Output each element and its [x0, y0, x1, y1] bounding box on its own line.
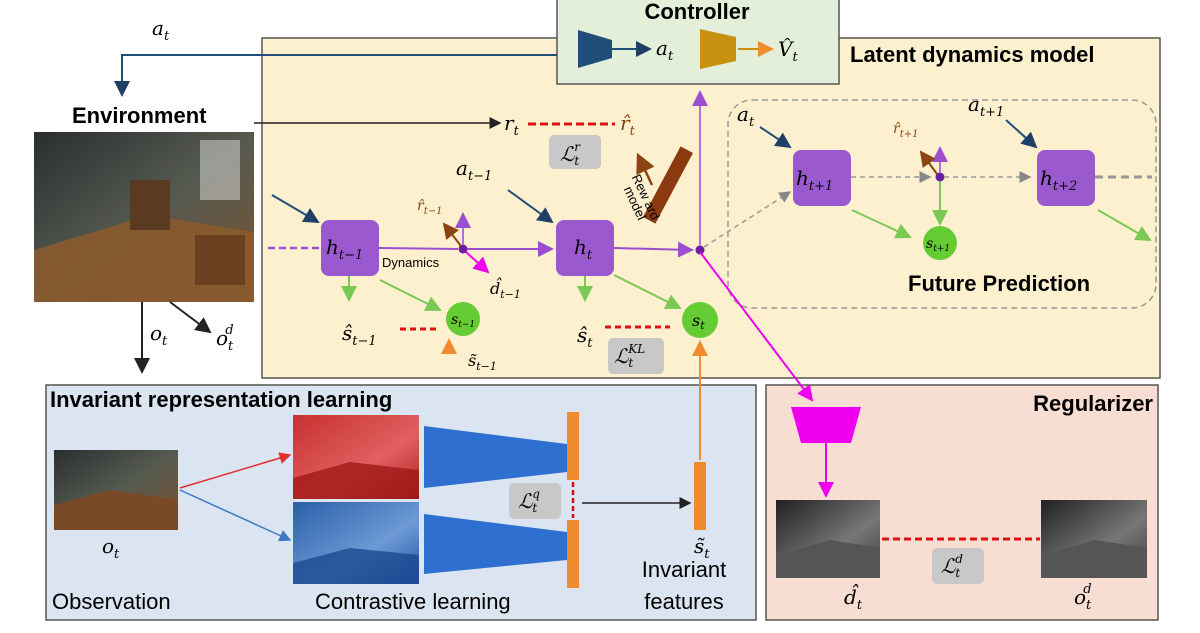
contrastive-loss-label: ℒtq [518, 487, 540, 515]
future-prediction-label: Future Prediction [908, 271, 1090, 296]
s-tilde-prev-label: s̃t−1 [468, 351, 497, 373]
h-t-node [556, 220, 614, 276]
a-t-future-label: at [737, 102, 755, 130]
s-prev-node [446, 302, 480, 336]
invariant-feature [694, 462, 706, 530]
invariant-features-label-2: features [644, 589, 724, 614]
query-encoder [424, 426, 567, 488]
s-prev-label: st−1 [451, 312, 475, 330]
kl-loss-box [608, 338, 664, 374]
junction-depth-arrow [465, 251, 490, 274]
observation-label: Observation [52, 589, 171, 614]
s-hat-prev-label: ŝt−1 [342, 321, 377, 349]
model-junction [695, 245, 705, 255]
environment-observation-image [34, 132, 254, 302]
invariant-features-label-1: Invariant [642, 557, 726, 582]
h-prev-label: ht−1 [326, 235, 363, 263]
h-next-label: ht+1 [796, 166, 833, 194]
o-depth-label: otd [1074, 582, 1092, 613]
value-network-icon [700, 29, 736, 69]
regularizer-title: Regularizer [1033, 391, 1153, 416]
controller-action: at [656, 36, 674, 64]
a-prev-label: at−1 [456, 156, 492, 184]
h-t-label: ht [574, 235, 593, 263]
predicted-depth-image [776, 500, 880, 578]
reward-model-block [643, 146, 693, 224]
query-feature [567, 412, 579, 480]
key-feature [567, 520, 579, 588]
policy-network-icon [578, 30, 612, 68]
env-action-label: at [152, 16, 170, 44]
depth-loss-label: ℒtd [941, 552, 963, 580]
kl-loss-label: ℒtKL [614, 342, 645, 370]
obs-t-label: ot [102, 534, 120, 562]
s-hat-t-label: ŝt [577, 323, 593, 351]
d-hat-prev-label: d̂t−1 [490, 278, 521, 301]
env-obs-label: ot [150, 321, 168, 349]
reward-loss-label: ℒtr [560, 140, 581, 168]
dynamics-label: Dynamics [382, 255, 440, 270]
reward-model-arrow [636, 152, 655, 186]
a-next-arrow [1005, 119, 1038, 149]
invariant-title: Invariant representation learning [50, 387, 392, 412]
augmented-red-image [293, 415, 419, 499]
observation-image [54, 450, 178, 530]
junction-reward-arrow [442, 222, 462, 247]
s-next-label: st+1 [926, 236, 950, 254]
r-hat-next-label: r̂t+1 [893, 121, 918, 140]
augment-blue-arrow [179, 489, 292, 542]
h-t-posterior-arrow [613, 274, 682, 309]
h-next-node [793, 150, 851, 206]
to-regularizer-arrow [699, 251, 814, 402]
s-next-node [923, 226, 957, 260]
h-t-forward-arrow [613, 241, 694, 258]
s-t-label: st [692, 311, 705, 332]
env-depth-label: otd [216, 323, 234, 354]
future-junction [935, 172, 945, 182]
depth-loss-box [932, 548, 984, 584]
h-next-posterior-arrow [851, 209, 912, 239]
s-tilde-t-label: s̃t [694, 534, 710, 562]
key-encoder [424, 514, 567, 574]
environment-label: Environment [72, 103, 207, 128]
action-to-env-arrow [114, 54, 557, 97]
r-hat-prev-label: r̂t−1 [417, 198, 442, 217]
reward-label: rt [504, 111, 520, 139]
depth-decoder-icon [791, 407, 861, 443]
future-reward-arrow [919, 150, 938, 175]
augment-red-arrow [179, 452, 292, 489]
d-hat-label: d̂t [844, 583, 863, 613]
action-t-arrow [507, 189, 554, 224]
latent-dynamics-title: Latent dynamics model [850, 42, 1095, 67]
controller-title: Controller [644, 0, 750, 24]
reward-hat-label: r̂t [620, 111, 636, 139]
contrastive-learning-label: Contrastive learning [315, 589, 511, 614]
dynamics-line [378, 247, 459, 250]
h-next2-node [1037, 150, 1095, 206]
future-prediction-region [727, 99, 1157, 309]
s-t-node [682, 302, 718, 338]
h-prev-node [321, 220, 379, 276]
a-next-label: at+1 [968, 92, 1004, 120]
depth-down-arrow [169, 301, 212, 334]
dynamics-junction [458, 244, 468, 254]
reward-loss-box [549, 135, 601, 169]
augmented-blue-image [293, 502, 419, 584]
contrastive-loss-box [509, 483, 561, 519]
to-future-arrow [703, 191, 792, 248]
h-next2-posterior-arrow [1097, 209, 1152, 241]
controller-value: V̂t [778, 37, 798, 65]
h-next2-label: ht+2 [1040, 166, 1077, 194]
true-depth-image [1041, 500, 1147, 578]
a-t-future-arrow [759, 126, 792, 149]
h-prev-posterior-arrow [379, 279, 442, 311]
action-prev-arrow [271, 194, 320, 224]
